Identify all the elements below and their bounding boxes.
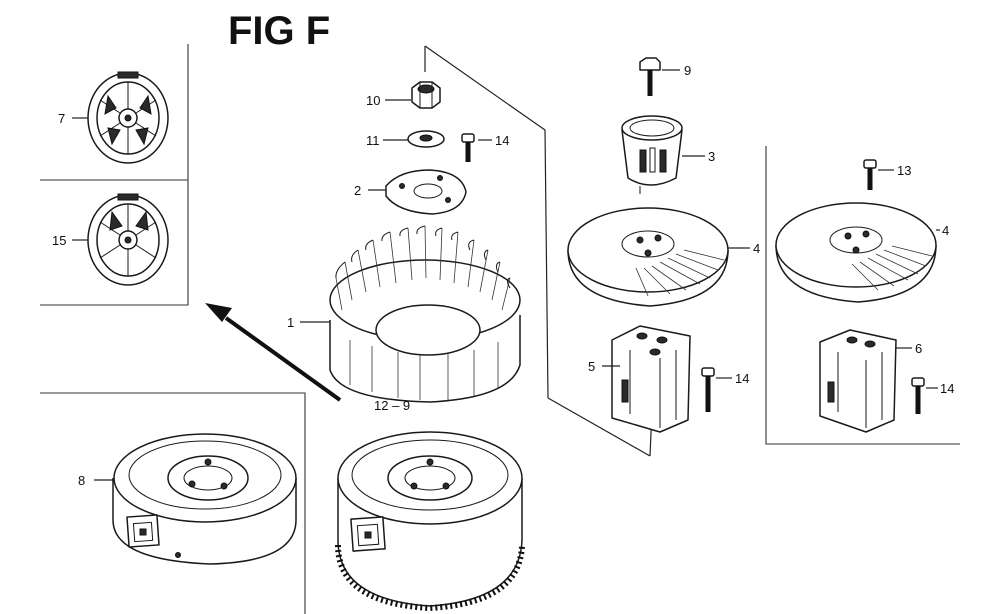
part-14-screw-right — [911, 377, 925, 414]
part-2-plate — [385, 169, 467, 215]
callout-12: 12 – 9 — [374, 398, 410, 413]
part-14-screw-center — [461, 133, 475, 162]
part-12-flywheel-ring-gear — [335, 431, 525, 612]
callout-14-center: 14 — [495, 133, 509, 148]
part-10-nut — [411, 81, 441, 109]
part-3-cup — [621, 115, 683, 194]
part-14-screw-middle — [701, 367, 715, 412]
callout-11: 11 — [366, 133, 380, 148]
inset-frame-right — [765, 146, 960, 445]
callout-9: 9 — [684, 63, 691, 78]
callout-3: 3 — [708, 149, 715, 164]
callout-6: 6 — [915, 341, 922, 356]
callout-4-right: 4 — [942, 223, 949, 238]
part-1-cooling-fan — [329, 225, 521, 403]
callout-1: 1 — [287, 315, 294, 330]
part-7-fan-wheel — [87, 71, 169, 164]
callout-4-middle: 4 — [753, 241, 760, 256]
inset-frame-bottom-left — [40, 392, 306, 614]
callout-2: 2 — [354, 183, 361, 198]
callout-8: 8 — [78, 473, 85, 488]
callout-13: 13 — [897, 163, 911, 178]
part-5-bracket — [611, 325, 691, 433]
part-11-washer — [407, 130, 445, 148]
callout-14-middle: 14 — [735, 371, 749, 386]
callout-5: 5 — [588, 359, 595, 374]
reference-arrow — [205, 303, 342, 402]
leader-lines — [72, 69, 940, 481]
callout-labels: 7 15 10 11 14 2 1 12 – 9 8 9 3 4 5 14 13… — [52, 63, 954, 488]
callout-10: 10 — [366, 93, 380, 108]
center-bracket-line — [424, 45, 549, 399]
part-15-fan-wheel — [87, 193, 169, 286]
inset-frame-left — [40, 44, 189, 306]
part-4-disc-right — [775, 202, 937, 303]
part-4-disc-middle — [567, 207, 729, 307]
part-13-screw — [863, 159, 877, 190]
figure-title: FIG F — [228, 9, 330, 53]
callout-14-right: 14 — [940, 381, 954, 396]
part-8-flywheel — [112, 433, 297, 565]
callout-7: 7 — [58, 111, 65, 126]
part-6-bracket — [819, 329, 897, 433]
callout-15: 15 — [52, 233, 66, 248]
part-9-bolt — [639, 57, 661, 96]
